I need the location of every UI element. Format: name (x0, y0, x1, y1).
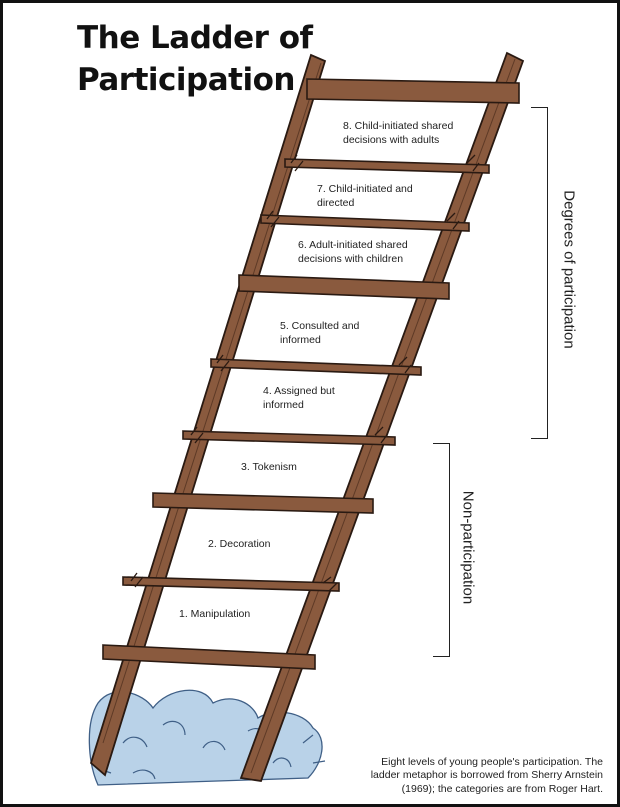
degrees-bracket (531, 107, 548, 439)
title-line-1: The Ladder of (77, 20, 313, 56)
rung-5 (210, 358, 422, 376)
ladder-rails (89, 51, 525, 782)
rung-label-6: 6. Adult-initiated shared decisions with… (298, 239, 408, 265)
rung-label-3: 3. Tokenism (241, 461, 297, 473)
ladder-rungs (102, 78, 520, 670)
degrees-of-participation-label: Degrees of participation (560, 190, 578, 349)
rung-8 (284, 158, 490, 174)
rung-label-5: 5. Consulted and informed (280, 320, 360, 346)
rung-label-2: 2. Decoration (208, 538, 271, 550)
ladder-illustration (88, 51, 525, 786)
non-participation-label: Non-participation (459, 490, 477, 605)
rung-top (306, 78, 520, 104)
rung-label-1: 1. Manipulation (179, 608, 251, 620)
title-line-2: Participation (77, 62, 295, 98)
rung-6 (238, 274, 450, 300)
rung-7 (260, 214, 470, 232)
rung-label-8: 8. Child-initiated shared decisions with… (343, 120, 454, 146)
rung-1 (102, 644, 316, 670)
rung-4 (182, 430, 396, 446)
rope-bindings (130, 154, 480, 592)
non-participation-bracket (433, 443, 450, 657)
diagram-title: The Ladder of Participation (77, 17, 313, 101)
rung-2 (122, 576, 340, 592)
rung-label-7: 7. Child-initiated and directed (317, 183, 413, 209)
rung-label-4: 4. Assigned but informed (263, 385, 335, 411)
rung-3 (152, 492, 374, 514)
caption: Eight levels of young people's participa… (370, 755, 603, 795)
